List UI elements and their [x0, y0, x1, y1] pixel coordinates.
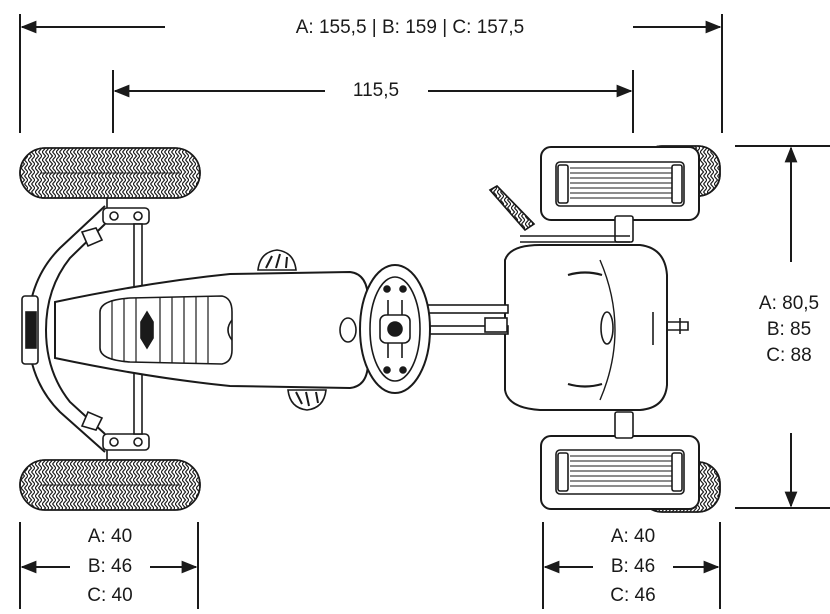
- rear-left-tire: [19, 147, 201, 199]
- rear-track-label-b: B: 46: [87, 556, 133, 577]
- rear-track-label-c: C: 40: [87, 585, 133, 606]
- front-track-label-a: A: 40: [610, 526, 656, 547]
- rear-right-tire: [19, 459, 201, 511]
- width-label-c: C: 88: [766, 345, 812, 366]
- front-track-label-c: C: 46: [610, 585, 656, 606]
- width-label-b: B: 85: [766, 319, 812, 340]
- front-left-wheel: [540, 145, 721, 221]
- front-right-wheel: [540, 435, 721, 513]
- pedals: [257, 249, 327, 411]
- rear-track-label-a: A: 40: [87, 526, 133, 547]
- front-track-label-b: B: 46: [610, 556, 656, 577]
- front-hood: [504, 215, 689, 439]
- width-label-a: A: 80,5: [758, 293, 820, 314]
- wheelbase-label: 115,5: [352, 80, 400, 101]
- steering-wheel: [359, 264, 431, 394]
- kart-seat: [54, 270, 369, 390]
- width-labels: A: 80,5 B: 85 C: 88: [748, 293, 830, 367]
- total-length-label: A: 155,5 | B: 159 | C: 157,5: [295, 17, 525, 38]
- dimension-lines: [19, 14, 830, 609]
